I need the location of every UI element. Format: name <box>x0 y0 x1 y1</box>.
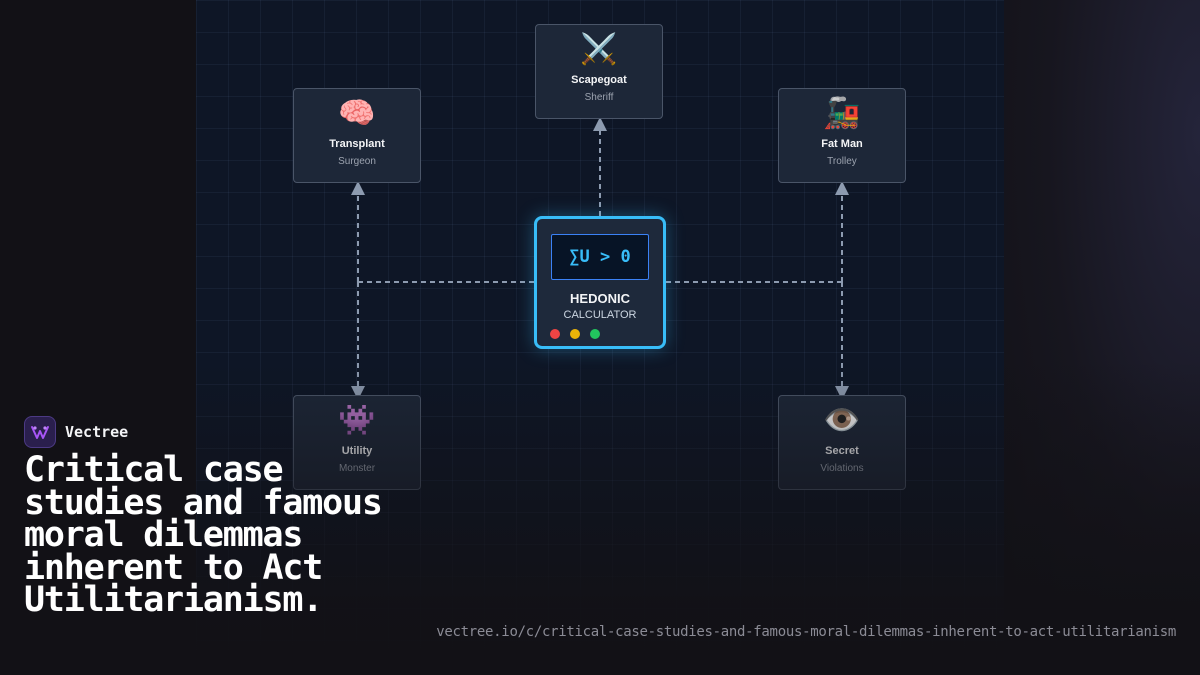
indicator-lights <box>550 326 610 339</box>
brand-name: Vectree <box>65 423 129 441</box>
page-headline: Critical case studies and famous moral d… <box>24 450 383 620</box>
calculator-subtitle: CALCULATOR <box>563 309 637 321</box>
brand[interactable]: Vectree <box>24 415 128 449</box>
indicator-green <box>590 329 600 339</box>
node-title: Secret <box>825 445 859 457</box>
alien-monster-icon: 👾 <box>338 403 376 438</box>
node-title: Scapegoat <box>571 74 627 86</box>
page-url[interactable]: vectree.io/c/critical-case-studies-and-f… <box>436 624 1176 640</box>
node-subtitle: Violations <box>820 463 864 474</box>
crossed-swords-icon: ⚔️ <box>580 32 618 67</box>
node-subtitle: Trolley <box>827 156 857 167</box>
node-title: Fat Man <box>821 138 863 150</box>
node-subtitle: Surgeon <box>338 156 376 167</box>
eye-icon: 👁️ <box>823 403 861 438</box>
vectree-logo-icon <box>24 416 56 448</box>
node-secret[interactable]: 👁️ Secret Violations <box>778 395 906 490</box>
brain-icon: 🧠 <box>338 96 376 131</box>
indicator-yellow <box>570 329 580 339</box>
locomotive-icon: 🚂 <box>823 96 861 131</box>
hedonic-calculator-node[interactable]: ∑U > 0 HEDONIC CALCULATOR <box>534 216 666 349</box>
node-title: Transplant <box>329 138 385 150</box>
node-fat-man[interactable]: 🚂 Fat Man Trolley <box>778 88 906 183</box>
indicator-red <box>550 329 560 339</box>
calculator-title: HEDONIC <box>570 291 630 306</box>
node-transplant[interactable]: 🧠 Transplant Surgeon <box>293 88 421 183</box>
node-subtitle: Sheriff <box>584 92 614 103</box>
calculator-display: ∑U > 0 <box>551 234 649 280</box>
node-scapegoat[interactable]: ⚔️ Scapegoat Sheriff <box>535 24 663 119</box>
